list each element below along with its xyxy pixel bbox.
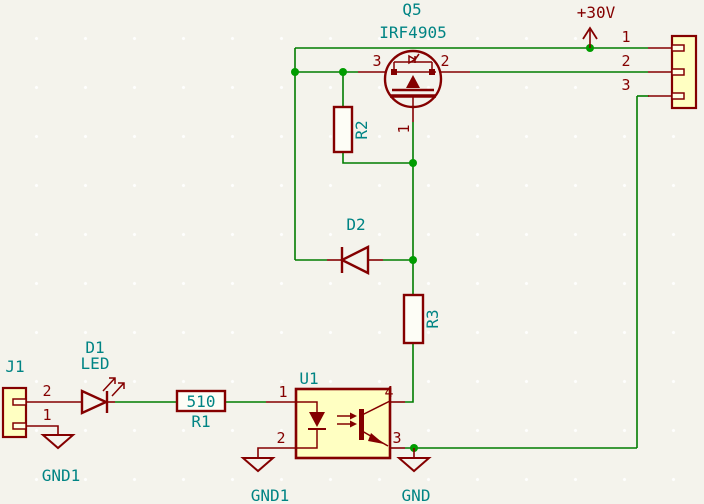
- d1-reference[interactable]: D1: [85, 338, 104, 357]
- u1-coupling-arrowhead: [350, 420, 357, 428]
- q5-pin-number-source: 3: [372, 52, 381, 70]
- u1-pin2-line: [257, 447, 296, 458]
- r1-body: [175, 389, 227, 413]
- q5-value[interactable]: IRF4905: [379, 23, 446, 42]
- conn-pad: [671, 92, 685, 100]
- r2-reference[interactable]: R2: [352, 120, 371, 139]
- junction-dot: [409, 256, 417, 264]
- gnd-j1-label[interactable]: GND1: [42, 466, 81, 485]
- u1-pin-number-1: 1: [278, 383, 287, 401]
- conn-pad: [671, 68, 685, 76]
- d1-emission-arrows-icon: [102, 377, 125, 397]
- junction-dot: [339, 68, 347, 76]
- r3-reference[interactable]: R3: [423, 309, 442, 328]
- j1-pin1-line: [26, 425, 59, 435]
- u1-led-legs: [296, 401, 318, 449]
- u1-coupling-lines: [337, 415, 350, 425]
- r3-body: [402, 293, 425, 345]
- gnd-u1-output-label[interactable]: GND: [402, 486, 431, 504]
- gnd-symbol-j1[interactable]: GND1: [40, 434, 81, 485]
- u1-pin-number-2: 2: [276, 429, 285, 447]
- u1-reference[interactable]: U1: [299, 369, 318, 388]
- u1-pin-number-4: 4: [384, 383, 393, 401]
- d1-led[interactable]: D1 LED: [80, 338, 125, 415]
- output-connector[interactable]: 1 2 3: [621, 28, 698, 110]
- d2-diode[interactable]: D2: [327, 215, 383, 275]
- j1-reference[interactable]: J1: [5, 357, 24, 376]
- j1-pad: [12, 422, 27, 430]
- gnd-symbol-u1-output[interactable]: GND: [396, 448, 432, 504]
- u1-transistor-bar: [359, 409, 364, 440]
- q5-pin-number-drain: 2: [440, 52, 449, 70]
- q5-pin-number-gate: 1: [395, 124, 413, 133]
- j1-connector[interactable]: J1 2 1: [1, 357, 82, 439]
- conn-pin-number-1: 1: [621, 28, 630, 46]
- gnd-symbol-u1-input[interactable]: GND1: [240, 457, 290, 504]
- conn-pin-number-3: 3: [621, 76, 630, 94]
- conn-pin-number-2: 2: [621, 52, 630, 70]
- u1-optocoupler[interactable]: U1 1 4 2 3: [257, 369, 405, 460]
- r1-reference[interactable]: R1: [191, 412, 210, 431]
- junction-dot: [409, 159, 417, 167]
- wire-net[interactable]: [115, 47, 649, 449]
- r1-resistor[interactable]: 510 R1: [175, 389, 227, 431]
- j1-pin-number-1: 1: [42, 406, 51, 424]
- gnd-triangle-icon: [240, 457, 276, 473]
- gnd-triangle-icon: [40, 434, 76, 450]
- u1-pin-number-3: 3: [392, 429, 401, 447]
- q5-body-diode-glyph: [408, 53, 420, 65]
- power-flag-30v[interactable]: +30V: [577, 3, 616, 48]
- r2-body: [332, 105, 354, 154]
- gnd-u1-input-label[interactable]: GND1: [251, 486, 290, 504]
- r3-resistor[interactable]: R3: [402, 293, 442, 345]
- u1-coupling-arrowhead: [350, 412, 357, 420]
- u1-led-triangle: [309, 412, 325, 427]
- power-rail-label[interactable]: +30V: [577, 3, 616, 22]
- conn-pad: [671, 44, 685, 52]
- power-arrow-icon: [582, 26, 598, 40]
- wire-r2-bottom[interactable]: [342, 152, 413, 164]
- u1-emitter-arrowhead: [368, 433, 384, 444]
- q5-drain-node: [429, 69, 435, 75]
- u1-collector-line: [361, 400, 391, 416]
- j1-pin-number-2: 2: [42, 382, 51, 400]
- q5-mosfet[interactable]: Q5 IRF4905 3 2 1: [358, 0, 470, 134]
- d1-triangle: [80, 389, 109, 415]
- junction-dot: [291, 68, 299, 76]
- q5-reference[interactable]: Q5: [402, 0, 421, 19]
- r1-value[interactable]: 510: [187, 392, 216, 411]
- gnd-triangle-icon: [396, 457, 432, 473]
- q5-source-node: [391, 69, 397, 75]
- j1-pad: [12, 398, 27, 406]
- q5-substrate-arrow: [406, 75, 420, 88]
- d1-value[interactable]: LED: [81, 354, 110, 373]
- r2-resistor[interactable]: R2: [332, 105, 371, 154]
- d2-triangle: [339, 245, 370, 275]
- wire-r3-to-u1[interactable]: [405, 343, 414, 403]
- d2-reference[interactable]: D2: [346, 215, 365, 234]
